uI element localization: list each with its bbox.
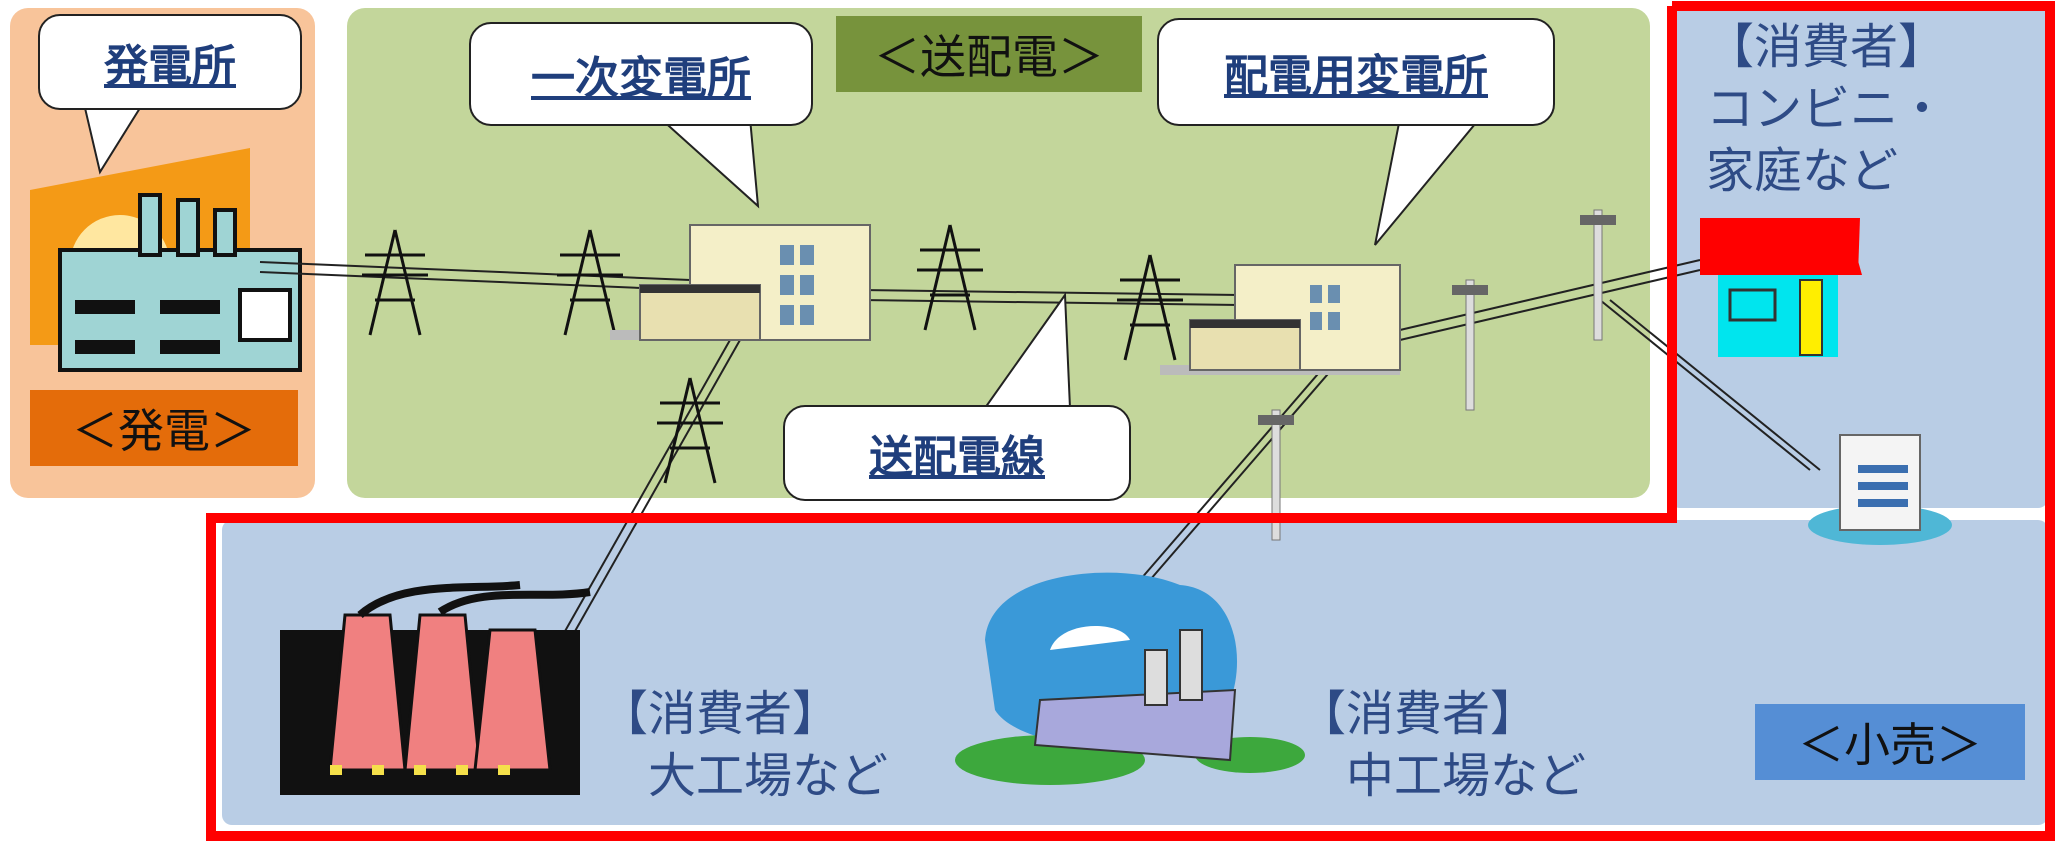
utility-pole-icons — [1258, 209, 1616, 541]
consumer-medium-label: 【消費者】 中工場など — [1298, 686, 1587, 804]
power-plant-callout: 発電所 — [38, 14, 302, 110]
power-lines-callout-text: 送配電線 — [869, 432, 1045, 483]
callout-tail-distribution — [1374, 117, 1483, 246]
distribution-substation-callout: 配電用変電所 — [1157, 18, 1555, 126]
retail-highlight-frame — [206, 1, 2055, 841]
power-plant-callout-text: 発電所 — [104, 41, 236, 92]
primary-substation-callout-text: 一次変電所 — [531, 53, 751, 104]
callout-tail-lines — [983, 292, 1072, 409]
pylon-icons — [362, 224, 1183, 484]
primary-substation-icon — [610, 224, 871, 341]
consumer-small-label: 【消費者】 コンビニ・ 家庭など — [1706, 19, 1947, 199]
callout-tail-plant — [83, 107, 142, 175]
distribution-substation-icon — [1160, 264, 1401, 375]
power-line-wires — [259, 259, 1821, 641]
house-icon — [1700, 218, 1862, 357]
consumer-large-label: 【消費者】 大工場など — [600, 686, 889, 804]
store-building-icon — [1808, 434, 1952, 545]
generation-label: ＜発電＞ — [30, 390, 298, 466]
power-lines-callout: 送配電線 — [783, 405, 1131, 501]
primary-substation-callout: 一次変電所 — [469, 22, 813, 126]
medium-factory-icon — [955, 572, 1305, 785]
large-factory-icon — [280, 581, 591, 795]
transmission-label: ＜送配電＞ — [836, 16, 1142, 92]
callout-tail-primary — [657, 117, 760, 209]
power-plant-icon — [30, 148, 302, 372]
retail-label: ＜小売＞ — [1755, 704, 2025, 780]
distribution-substation-callout-text: 配電用変電所 — [1224, 51, 1488, 102]
